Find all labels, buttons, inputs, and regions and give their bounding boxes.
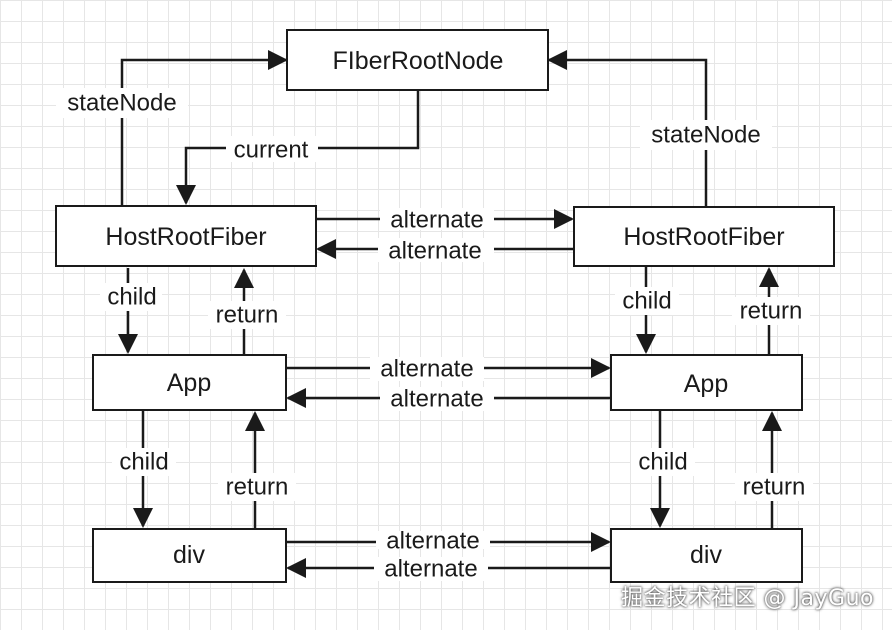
edge-label-state-node-left: stateNode [56,88,188,118]
edge-label-state-node-right: stateNode [640,120,772,150]
watermark: 掘金技术社区 @ JayGuo [621,586,874,611]
edge-label-host-alternate-bottom: alternate [378,238,494,265]
edge-label-child-left-1: child [100,283,162,311]
edge-label-return-right-1: return [732,297,810,325]
child-left-1-label: child [107,284,156,311]
host-root-fiber-current-label: HostRootFiber [105,223,266,251]
host-root-fiber-wip-label: HostRootFiber [623,223,784,251]
fiber-root-node-label: FIberRootNode [333,47,504,75]
app-alternate-bottom-label: alternate [390,386,483,413]
edge-label-app-alternate-top: alternate [370,356,484,383]
host-alternate-bottom-label: alternate [388,238,481,265]
edge-label-current: current [226,136,318,164]
app-alternate-top-label: alternate [380,356,473,383]
app-wip-label: App [684,370,728,398]
node-app-wip: App [610,354,803,411]
child-right-1-label: child [622,288,671,315]
node-host-root-fiber-wip: HostRootFiber [573,206,835,267]
node-div-current: div [92,528,287,583]
edge-state-node-right [547,50,708,206]
current-label: current [234,137,309,164]
div-current-label: div [173,541,205,569]
edge-label-return-right-2: return [735,473,813,501]
state-node-right-label: stateNode [651,122,760,149]
edge-state-node-left [120,50,288,205]
app-current-label: App [167,369,211,397]
edge-label-child-right-2: child [631,448,695,476]
return-left-1-label: return [216,302,279,329]
div-alternate-bottom-label: alternate [384,556,477,583]
child-right-2-label: child [638,449,687,476]
return-right-2-label: return [743,474,806,501]
edge-label-div-alternate-bottom: alternate [374,556,488,583]
edge-label-host-alternate-top: alternate [380,207,494,234]
node-host-root-fiber-current: HostRootFiber [55,205,317,267]
edge-label-app-alternate-bottom: alternate [380,386,494,413]
node-app-current: App [92,354,287,411]
edge-label-return-left-1: return [208,301,286,329]
edge-label-child-left-2: child [112,448,176,476]
state-node-left-label: stateNode [67,90,176,117]
return-left-2-label: return [226,474,289,501]
return-right-1-label: return [740,298,803,325]
div-alternate-top-label: alternate [386,528,479,555]
edge-label-div-alternate-top: alternate [376,528,490,555]
host-alternate-top-label: alternate [390,207,483,234]
edge-label-return-left-2: return [218,473,296,501]
div-wip-label: div [690,541,722,569]
node-fiber-root-node: FIberRootNode [286,29,549,91]
child-left-2-label: child [119,449,168,476]
node-div-wip: div [610,528,803,583]
edge-label-child-right-1: child [615,287,679,315]
